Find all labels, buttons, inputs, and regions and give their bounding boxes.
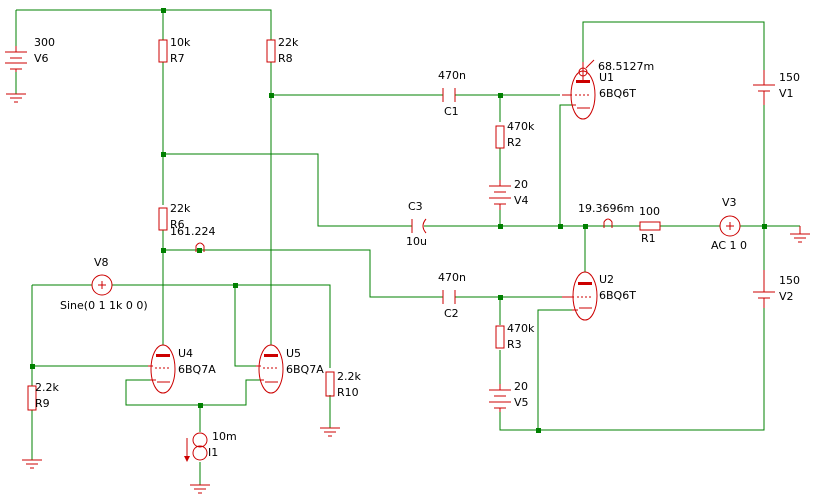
v8-ref: V8 [94,256,109,269]
resistor-r10[interactable]: 2.2k R10 [325,370,361,399]
probe-r6-node[interactable]: 161.224 [170,225,216,252]
c3-value: 10u [406,235,427,248]
v2-value: 150 [779,274,800,287]
r7-ref: R7 [170,52,185,65]
probe-value-2: 19.3696m [578,202,634,215]
r9-value: 2.2k [35,381,59,394]
r8-value: 22k [278,36,299,49]
v8-value: Sine(0 1 1k 0 0) [60,299,148,312]
i1-ref: I1 [208,446,218,459]
battery-v1[interactable]: 150 V1 [753,70,800,105]
resistor-r7[interactable]: 10k R7 [158,36,191,65]
v1-ref: V1 [779,87,794,100]
r10-value: 2.2k [337,370,361,383]
r8-ref: R8 [278,52,293,65]
v4-value: 20 [514,178,528,191]
r6-ref: R6 [170,218,185,231]
v1-value: 150 [779,71,800,84]
r3-ref: R3 [507,338,522,351]
tube-u1[interactable]: U1 6BQ6T [562,62,636,120]
capacitor-c2[interactable]: 470n C2 [438,271,466,320]
v3-value: AC 1 0 [711,239,747,252]
r10-ref: R10 [337,386,359,399]
current-source-i1[interactable]: 10m I1 [184,430,237,462]
r9-ref: R9 [35,397,50,410]
wires [15,9,800,485]
ac-source-v3[interactable]: V3 AC 1 0 [711,196,747,252]
v5-ref: V5 [514,396,529,409]
c3-ref: C3 [408,200,423,213]
c2-value: 470n [438,271,466,284]
v6-value: 300 [34,36,55,49]
tube-u4[interactable]: U4 6BQ7A [148,344,216,394]
junction-nodes [30,8,767,433]
sine-source-v8[interactable]: V8 Sine(0 1 1k 0 0) [60,256,148,312]
r2-ref: R2 [507,136,522,149]
c1-ref: C1 [444,105,459,118]
r2-value: 470k [507,120,535,133]
u2-model: 6BQ6T [599,289,636,302]
resistor-r9[interactable]: 2.2k R9 [27,381,59,411]
u4-ref: U4 [178,347,193,360]
capacitor-c1[interactable]: 470n C1 [438,69,466,118]
v4-ref: V4 [514,194,529,207]
resistor-r6[interactable]: 22k R6 [158,202,191,231]
resistor-r2[interactable]: 470k R2 [495,120,535,149]
v5-value: 20 [514,380,528,393]
v3-ref: V3 [722,196,737,209]
v2-ref: V2 [779,290,794,303]
u1-model: 6BQ6T [599,87,636,100]
probe-output[interactable]: 19.3696m [578,202,634,228]
i1-value: 10m [212,430,237,443]
r1-value: 100 [639,205,660,218]
resistor-r3[interactable]: 470k R3 [495,322,535,351]
probe-u1[interactable]: 68.5127m [578,59,654,77]
probe-value-3: 161.224 [170,225,216,238]
r1-ref: R1 [641,232,656,245]
v6-ref: V6 [34,52,49,65]
probe-value-1: 68.5127m [598,60,654,73]
ground-i1 [190,484,210,494]
battery-v4[interactable]: 20 V4 [489,178,529,210]
battery-v2[interactable]: 150 V2 [753,270,800,308]
resistor-r1[interactable]: 100 R1 [639,205,661,245]
ground-r9 [22,459,42,469]
r3-value: 470k [507,322,535,335]
u5-model: 6BQ7A [286,363,324,376]
ground-output [790,226,810,243]
c1-value: 470n [438,69,466,82]
tube-u5[interactable]: U5 6BQ7A [256,344,324,394]
resistor-r8[interactable]: 22k R8 [266,36,299,65]
capacitor-c3[interactable]: C3 10u [406,200,427,248]
tube-u2[interactable]: U2 6BQ6T [562,271,636,321]
battery-v5[interactable]: 20 V5 [489,380,529,412]
r6-value: 22k [170,202,191,215]
u4-model: 6BQ7A [178,363,216,376]
ground-v6 [6,93,26,103]
ground-r10 [320,427,340,437]
c2-ref: C2 [444,307,459,320]
u2-ref: U2 [599,273,614,286]
u1-ref: U1 [599,71,614,84]
r7-value: 10k [170,36,191,49]
battery-v6[interactable]: 300 V6 [5,36,55,72]
u5-ref: U5 [286,347,301,360]
